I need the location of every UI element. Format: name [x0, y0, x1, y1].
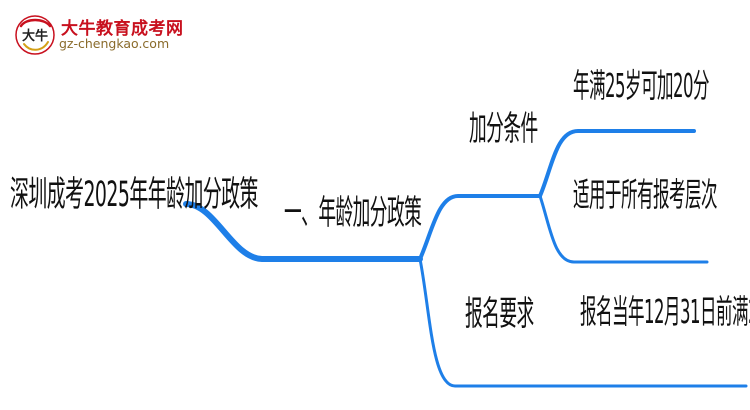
- root-node-label: 深圳成考2025年年龄加分政策: [10, 175, 258, 215]
- leaf-all-levels-label: 适用于所有报考层次: [573, 175, 718, 214]
- branch-to-condition: [418, 194, 542, 261]
- level1-node-label: 一、年龄加分政策: [284, 193, 422, 233]
- brand-logo: 大牛 大牛教育成考网 gz-chengkao.com: [10, 10, 200, 58]
- condition-node-label: 加分条件: [469, 109, 538, 149]
- svg-text:大牛: 大牛: [22, 28, 48, 44]
- requirement-node-label: 报名要求: [465, 294, 534, 334]
- branch-to-leaf-1: [538, 129, 696, 198]
- logo-title: 大牛教育成考网: [61, 19, 184, 39]
- leaf-age-bonus-label: 年满25岁可加20分: [573, 66, 709, 105]
- bull-logo-icon: 大牛: [15, 15, 55, 55]
- branch-to-leaf-2: [538, 194, 709, 264]
- branch-root-to-level1: [183, 201, 423, 262]
- leaf-deadline-label: 报名当年12月31日前满25岁: [580, 292, 750, 331]
- branch-to-requirement: [418, 257, 748, 388]
- logo-url: gz-chengkao.com: [59, 36, 170, 51]
